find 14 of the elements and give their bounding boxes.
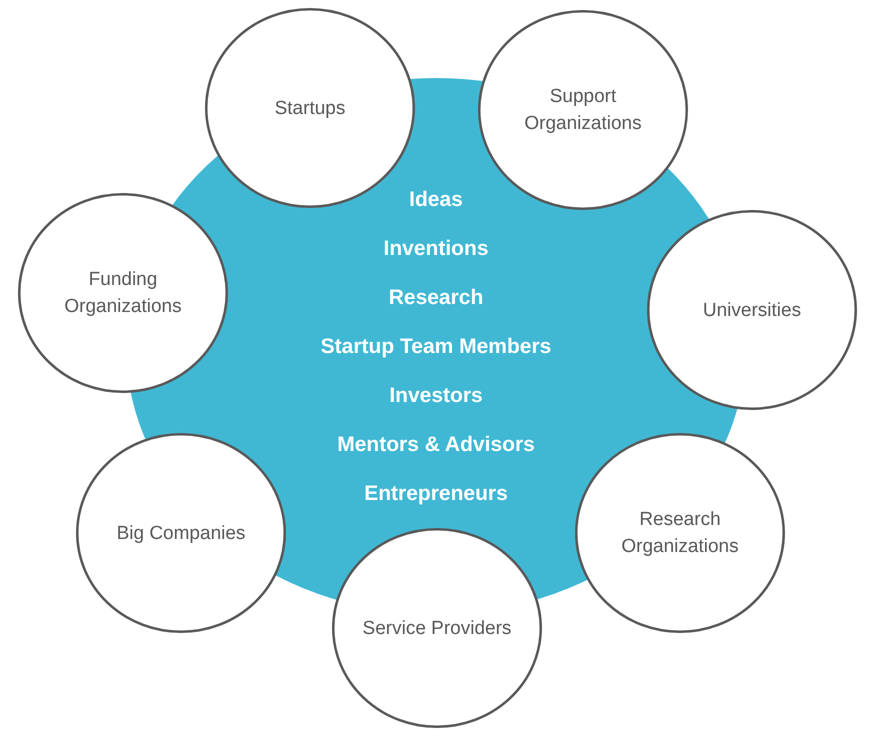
hub-text: Research — [388, 284, 484, 310]
circle-label: Universities — [702, 298, 802, 322]
circle-label: Support Organizations — [523, 85, 643, 136]
circle-label: Big Companies — [116, 522, 246, 546]
hub-text: Investors — [389, 382, 483, 408]
circle-label: Service Providers — [362, 616, 512, 640]
hub-text: Ideas — [409, 186, 463, 212]
circle-label: Startups — [274, 96, 346, 120]
hub-text: Entrepreneurs — [364, 480, 508, 506]
hub-text: Startup Team Members — [320, 334, 552, 360]
hub-text: Mentors & Advisors — [337, 432, 535, 458]
hub-text: Inventions — [383, 236, 488, 262]
circle-label: Research Organizations — [620, 508, 740, 559]
circle-label: Funding Organizations — [63, 268, 183, 319]
